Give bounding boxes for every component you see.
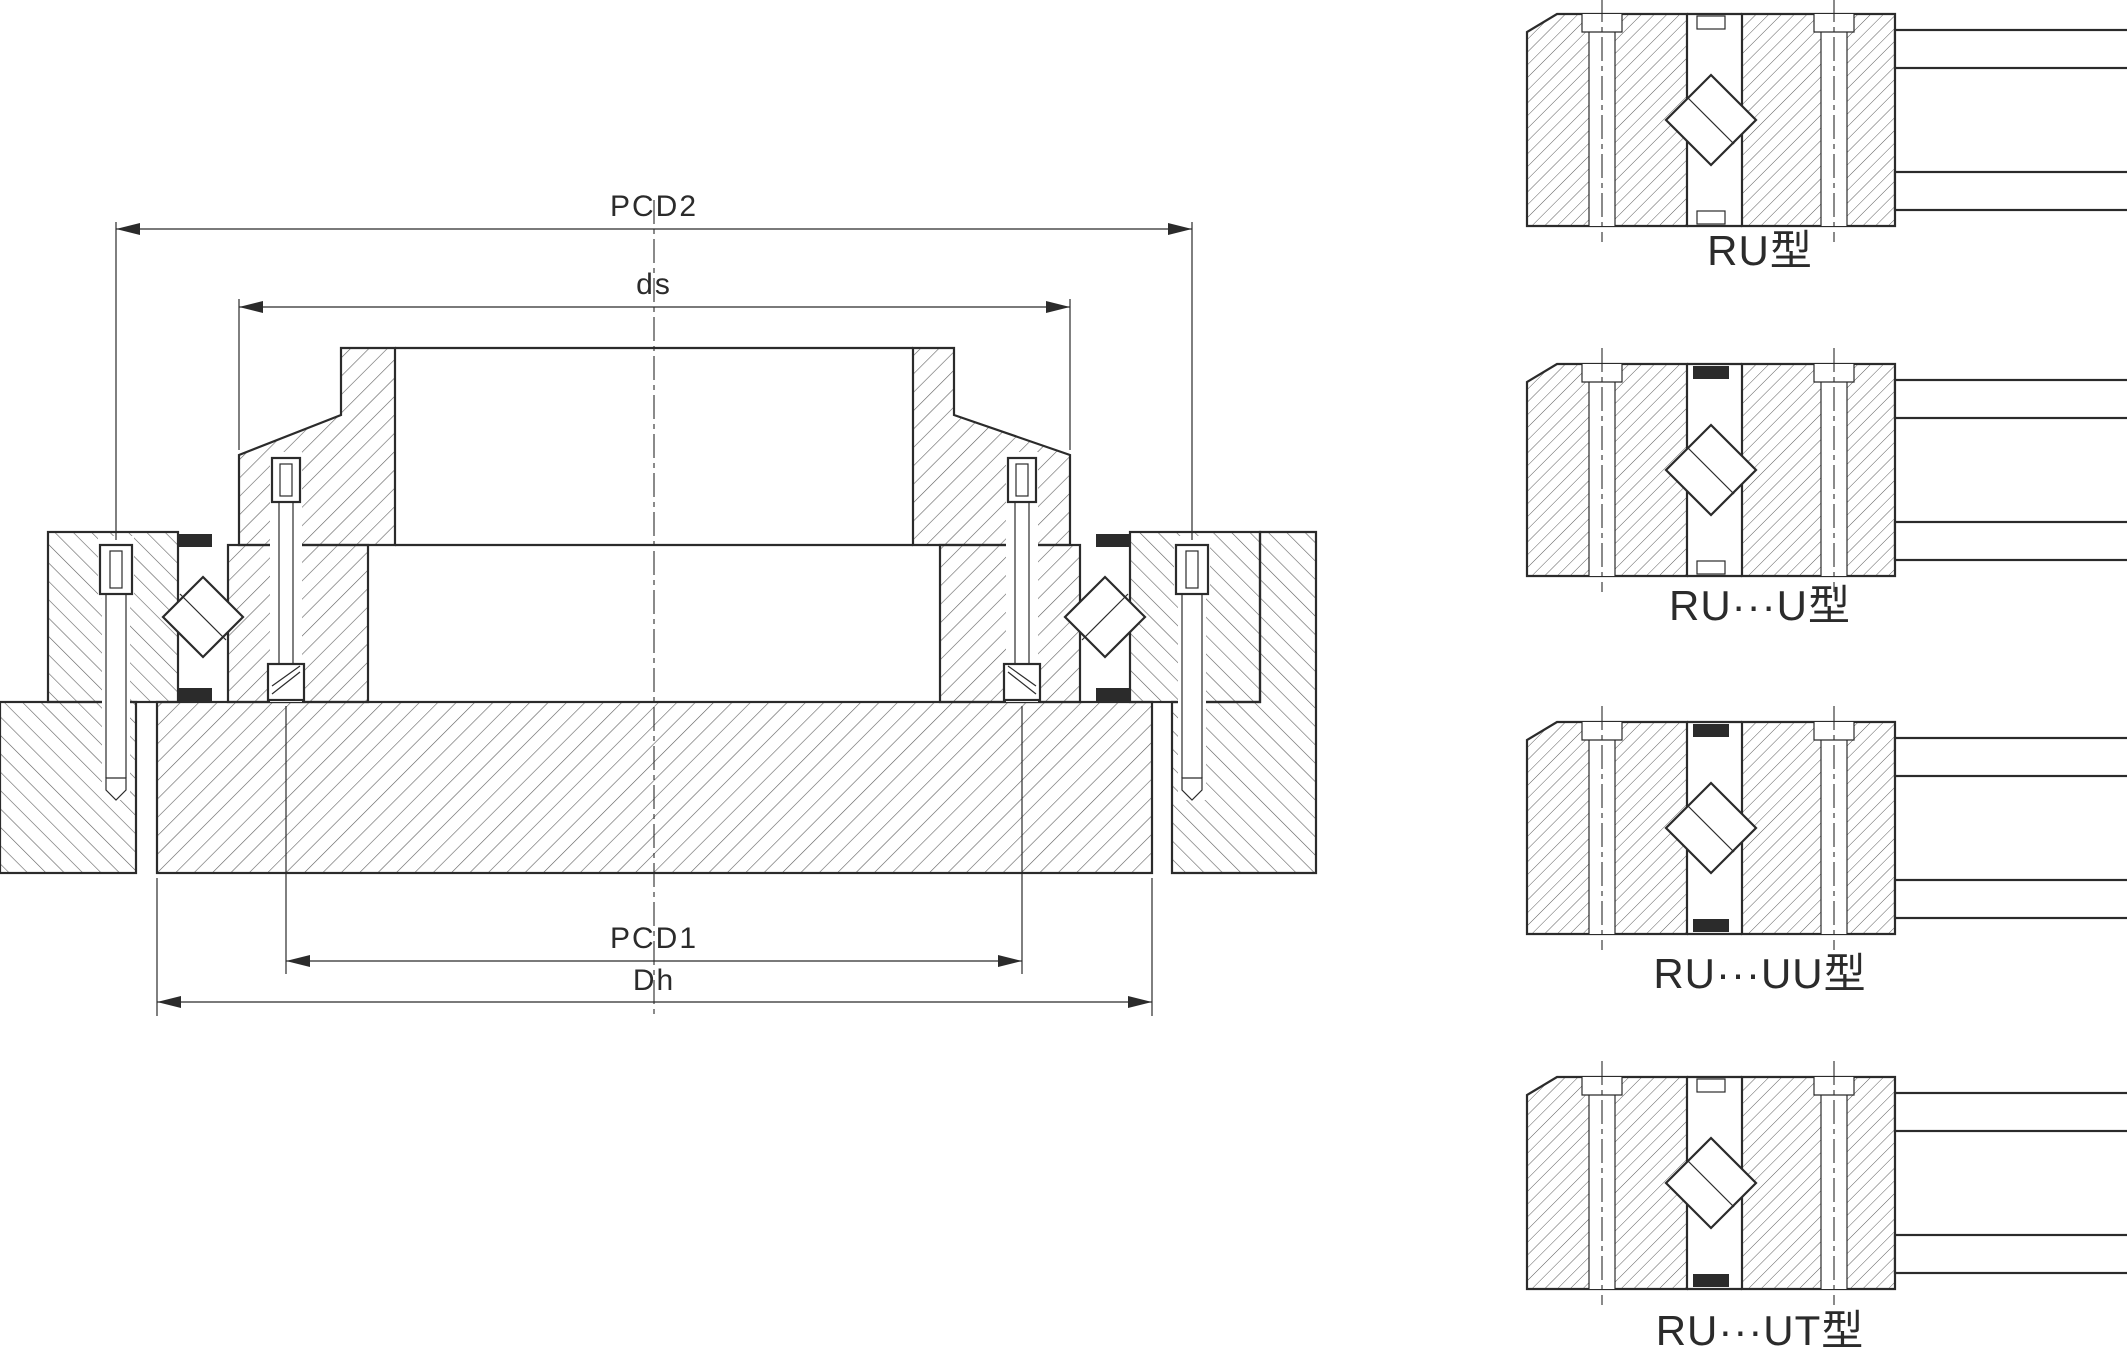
crossed-roller-right xyxy=(1063,575,1147,659)
detail-views: RU型 RU···U型 RU···UU型 RU···UT型 xyxy=(1525,0,2127,1350)
detail-view-label-ru-u: RU···U型 xyxy=(1669,582,1851,629)
detail-view-label-ru-uu: RU···UU型 xyxy=(1653,950,1866,997)
dimension-ds: ds xyxy=(238,268,1071,450)
outer-ring-bolt-right xyxy=(1174,536,1210,801)
detail-view-ru-u-features xyxy=(1693,366,1729,575)
seal-left-top xyxy=(178,534,212,547)
dimension-label-ds: ds xyxy=(636,268,672,301)
inner-ring-bolt-left xyxy=(266,452,306,702)
detail-view-ru xyxy=(1525,0,2127,244)
detail-view-ru-features xyxy=(1696,15,1726,225)
dimension-label-dh: Dh xyxy=(633,964,675,997)
detail-view-ru-uu-features xyxy=(1693,724,1729,932)
inner-ring-bolt-right xyxy=(1002,452,1042,702)
seal-right-top xyxy=(1096,534,1130,547)
detail-view-ru-ut-features xyxy=(1693,1078,1729,1287)
dimension-label-pcd2: PCD2 xyxy=(610,190,698,223)
dimension-label-pcd1: PCD1 xyxy=(610,922,698,955)
dimension-pcd1: PCD1 xyxy=(285,706,1023,974)
dimension-dh: Dh xyxy=(156,878,1153,1016)
detail-view-ru-u xyxy=(1525,346,2127,594)
seal-left-bottom xyxy=(178,688,212,701)
detail-view-label-ru: RU型 xyxy=(1707,227,1813,274)
detail-view-ru-uu xyxy=(1525,704,2127,952)
crossed-roller-left xyxy=(161,575,245,659)
main-assembly-view xyxy=(0,200,1318,1015)
seal-right-bottom xyxy=(1096,688,1130,701)
dimension-pcd2: PCD2 xyxy=(115,190,1193,540)
outer-ring-bolt-left xyxy=(98,536,134,801)
housing-block-right xyxy=(1170,530,1318,875)
detail-view-ru-ut xyxy=(1525,1059,2127,1307)
detail-view-label-ru-ut: RU···UT型 xyxy=(1656,1307,1865,1350)
